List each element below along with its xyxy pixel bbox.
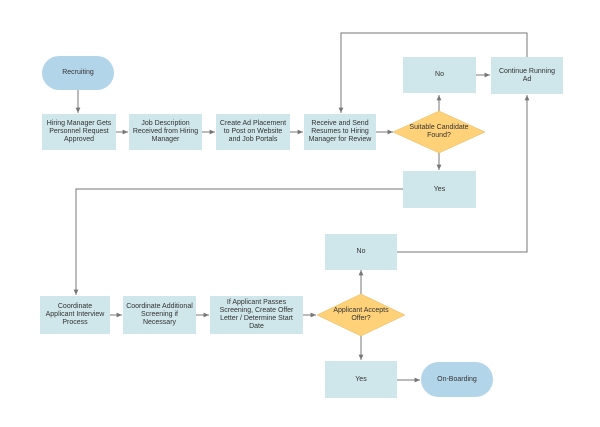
coordinate-interview-step: Coordinate Applicant Interview Process xyxy=(40,296,110,334)
decision-suitable-diamond xyxy=(392,110,486,154)
yes-top-step: Yes xyxy=(403,171,476,208)
connector-no-to-continue-running xyxy=(397,95,530,253)
yes-bottom-step: Yes xyxy=(325,361,397,398)
coordinate-screening-step: Coordinate Additional Screening if Neces… xyxy=(123,296,196,334)
continue-running-step: Continue Running Ad xyxy=(491,57,563,94)
create-ad-step: Create Ad Placement to Post on Website a… xyxy=(216,114,290,150)
suitable-candidate-label: Suitable Candidate Found? xyxy=(409,124,469,139)
decision-accepts-diamond xyxy=(316,293,406,337)
onboarding-terminal: On-Boarding xyxy=(421,362,493,397)
connector-continue-to-receive xyxy=(338,32,528,113)
connector-yes-to-interview xyxy=(73,188,403,295)
job-description-step: Job Description Received from Hiring Man… xyxy=(129,114,202,150)
applicant-accepts-label: Applicant Accepts Offer? xyxy=(333,307,389,322)
no-bottom-step: No xyxy=(325,234,397,270)
if-passes-step: If Applicant Passes Screening, Create Of… xyxy=(210,296,303,334)
no-top-step: No xyxy=(403,57,476,93)
receive-resumes-step: Receive and Send Resumes to Hiring Manag… xyxy=(304,114,376,150)
hiring-manager-step: Hiring Manager Gets Personnel Request Ap… xyxy=(42,114,116,150)
recruiting-terminal: Recruiting xyxy=(42,56,114,90)
